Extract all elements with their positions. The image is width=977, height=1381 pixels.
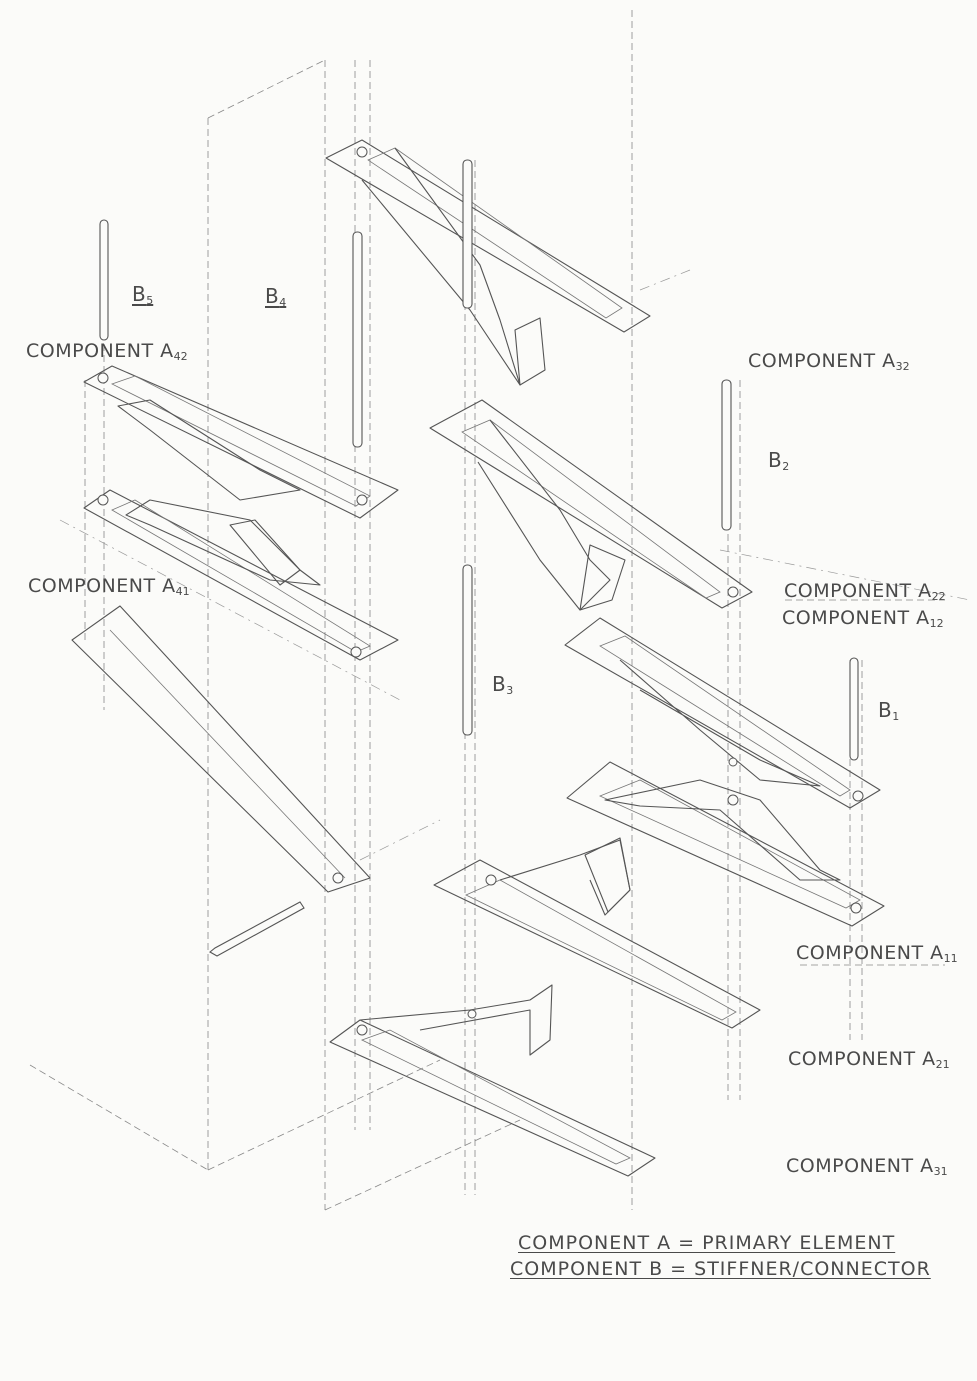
label-text: COMPONENT A [26,340,174,362]
label-component-a42: COMPONENT A42 [26,340,188,363]
label-subscript: 31 [933,1165,948,1178]
component-a11-lower-shape [566,761,885,927]
label-component-a21: COMPONENT A21 [788,1048,950,1071]
label-b3: B3 [492,672,513,697]
label-component-a31: COMPONENT A31 [786,1155,948,1178]
label-subscript: 1 [892,710,900,723]
label-text: B [492,672,507,696]
label-leaders [785,599,945,966]
rod-b1-shape [849,657,859,761]
label-subscript: 5 [146,294,154,307]
rod-b3-shape [462,564,473,736]
diagonal-brace-shape [71,605,371,957]
label-subscript: 41 [175,585,190,598]
component-a21-shape [433,837,761,1029]
legend-line-2: COMPONENT B = STIFFNER/CONNECTOR [510,1258,931,1280]
label-text: COMPONENT A [28,575,176,597]
component-a41-shape [83,489,399,661]
label-subscript: 42 [173,350,188,363]
label-text: COMPONENT A [786,1155,934,1177]
label-subscript: 32 [895,360,910,373]
label-component-a11: COMPONENT A11 [796,942,958,965]
label-b4: B4 [265,284,286,309]
rod-b4-shape [352,231,363,448]
label-b2: B2 [768,448,789,473]
label-text: COMPONENT A [784,580,932,602]
component-a32-shape [325,139,651,386]
label-text: COMPONENT A [748,350,896,372]
rod-b2-shape [721,379,732,531]
label-text: B [878,698,893,722]
label-subscript: 2 [782,460,790,473]
label-subscript: 4 [279,296,287,309]
rod-top-shape [462,159,473,309]
label-text: COMPONENT A [796,942,944,964]
legend-line-1: COMPONENT A = PRIMARY ELEMENT [518,1232,896,1254]
label-subscript: 3 [506,684,514,697]
component-a42-shape [83,365,399,519]
component-a11-upper-shape [564,617,881,809]
label-component-a41: COMPONENT A41 [28,575,190,598]
label-text: COMPONENT A [788,1048,936,1070]
label-b5: B5 [132,282,153,307]
label-text: B [132,282,147,306]
label-text: COMPONENT A [782,607,930,629]
label-subscript: 12 [929,617,944,630]
label-component-a22: COMPONENT A22 [784,580,946,603]
label-text: B [768,448,783,472]
label-component-a32: COMPONENT A32 [748,350,910,373]
label-component-a12: COMPONENT A12 [782,607,944,630]
label-b1: B1 [878,698,899,723]
label-subscript: 22 [931,590,946,603]
component-a31-shape [329,984,656,1177]
component-a22-shape [429,399,753,611]
rod-b5-shape [99,219,109,341]
label-subscript: 21 [935,1058,950,1071]
label-subscript: 11 [943,952,958,965]
label-text: B [265,284,280,308]
